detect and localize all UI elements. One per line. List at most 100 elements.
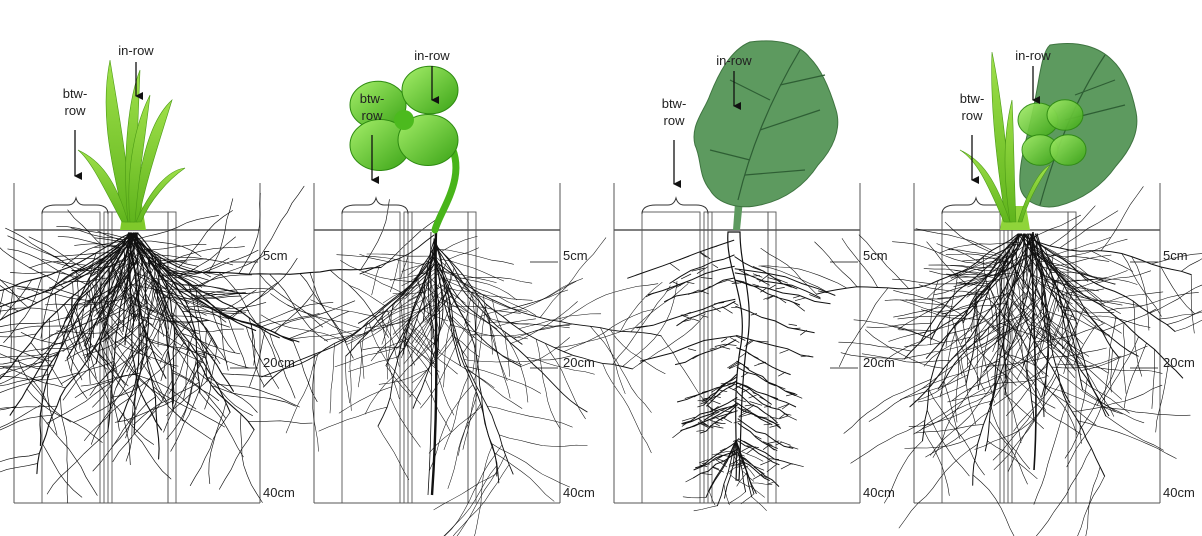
root-strand bbox=[196, 288, 227, 363]
mixed-root-system bbox=[759, 187, 1202, 536]
root-strand bbox=[358, 322, 367, 387]
root-hair bbox=[700, 252, 707, 257]
root-hair bbox=[716, 454, 729, 456]
root-strand bbox=[57, 226, 130, 239]
root-strand bbox=[47, 431, 108, 494]
root-strand bbox=[444, 445, 502, 536]
lateral-root bbox=[737, 403, 780, 427]
in-row-label: in-row bbox=[414, 48, 450, 63]
root-strand bbox=[134, 433, 171, 479]
root-hair bbox=[712, 306, 721, 312]
btw-row-label-line1: btw- bbox=[662, 96, 687, 111]
root-strand bbox=[1005, 364, 1055, 408]
root-strand bbox=[1035, 448, 1091, 536]
lateral-root bbox=[736, 335, 813, 357]
root-hair bbox=[700, 252, 710, 259]
root-strand bbox=[390, 259, 399, 292]
root-strand bbox=[1027, 324, 1089, 357]
root-strand bbox=[18, 289, 51, 291]
root-strand bbox=[728, 492, 745, 504]
root-strand bbox=[975, 299, 978, 390]
btw-row-label-line2: row bbox=[664, 113, 686, 128]
root-strand bbox=[0, 306, 2, 350]
root-hair bbox=[764, 424, 771, 425]
root-hair bbox=[679, 256, 690, 260]
root-strand bbox=[892, 242, 975, 264]
root-strand bbox=[219, 430, 254, 490]
root-strand bbox=[220, 313, 228, 370]
soil-frame bbox=[914, 183, 1160, 503]
root-strand bbox=[603, 363, 652, 452]
btw-row-label-line2: row bbox=[362, 108, 384, 123]
root-strand bbox=[142, 363, 184, 421]
root-strand bbox=[752, 497, 767, 511]
root-hair bbox=[742, 447, 749, 451]
root-strand bbox=[248, 421, 312, 424]
root-hair bbox=[701, 473, 712, 475]
root-strand bbox=[610, 330, 665, 374]
root-hair bbox=[792, 464, 804, 467]
root-strand bbox=[884, 441, 922, 503]
root-strand bbox=[434, 473, 498, 510]
root-strand bbox=[1083, 389, 1144, 422]
root-strand bbox=[1152, 349, 1155, 408]
root-strand bbox=[683, 497, 706, 498]
root-hair bbox=[793, 328, 800, 329]
root-strand bbox=[869, 385, 932, 422]
root-hair bbox=[778, 404, 789, 408]
root-hair bbox=[672, 430, 683, 438]
root-strand bbox=[270, 274, 328, 341]
root-hair bbox=[670, 263, 680, 271]
root-strand bbox=[43, 444, 82, 497]
root-strand bbox=[0, 243, 64, 287]
root-strand bbox=[29, 237, 90, 272]
root-strand bbox=[275, 292, 314, 332]
btw-row-label-line1: btw- bbox=[360, 91, 385, 106]
root-strand bbox=[390, 397, 420, 447]
root-strand bbox=[405, 344, 436, 365]
root-strand bbox=[381, 219, 437, 267]
root-hair bbox=[693, 319, 699, 321]
root-hair bbox=[770, 417, 779, 418]
root-hair bbox=[770, 426, 777, 428]
root-strand bbox=[499, 435, 587, 447]
root-strand bbox=[240, 414, 262, 503]
clover-center bbox=[394, 110, 414, 130]
root-strand bbox=[854, 320, 927, 337]
root-hair bbox=[687, 282, 695, 284]
root-strand bbox=[1124, 343, 1146, 408]
depth-label-40cm: 40cm bbox=[563, 485, 595, 500]
root-strand bbox=[0, 278, 40, 294]
root-strand bbox=[363, 274, 402, 293]
root-strand bbox=[437, 249, 513, 264]
root-strand bbox=[0, 251, 37, 303]
root-strand bbox=[425, 379, 450, 431]
root-strand bbox=[63, 277, 110, 282]
clover-leaflet bbox=[1047, 100, 1083, 131]
root-strand bbox=[924, 431, 950, 496]
fibrous-root-system bbox=[0, 186, 436, 503]
clover-leaflet bbox=[402, 66, 458, 114]
root-strand bbox=[434, 240, 587, 412]
root-strand bbox=[0, 334, 36, 339]
root-strand bbox=[898, 291, 983, 329]
root-strand bbox=[1097, 358, 1119, 406]
btw-row-label-line2: row bbox=[65, 103, 87, 118]
root-strand bbox=[372, 266, 380, 295]
root-strand bbox=[1080, 379, 1087, 444]
root-strand bbox=[761, 248, 817, 294]
root-strand bbox=[1078, 421, 1177, 459]
root-strand bbox=[365, 376, 393, 414]
root-strand bbox=[536, 339, 560, 429]
root-strand bbox=[600, 328, 625, 394]
root-strand bbox=[1083, 467, 1100, 536]
in-row-label: in-row bbox=[118, 43, 154, 58]
root-strand bbox=[98, 231, 123, 240]
root-strand bbox=[472, 446, 492, 536]
root-strand bbox=[916, 424, 984, 433]
root-strand bbox=[491, 443, 570, 487]
mixture-plants bbox=[960, 43, 1137, 230]
root-strand bbox=[330, 343, 335, 413]
root-strand bbox=[815, 242, 858, 287]
root-strand bbox=[989, 421, 1027, 484]
